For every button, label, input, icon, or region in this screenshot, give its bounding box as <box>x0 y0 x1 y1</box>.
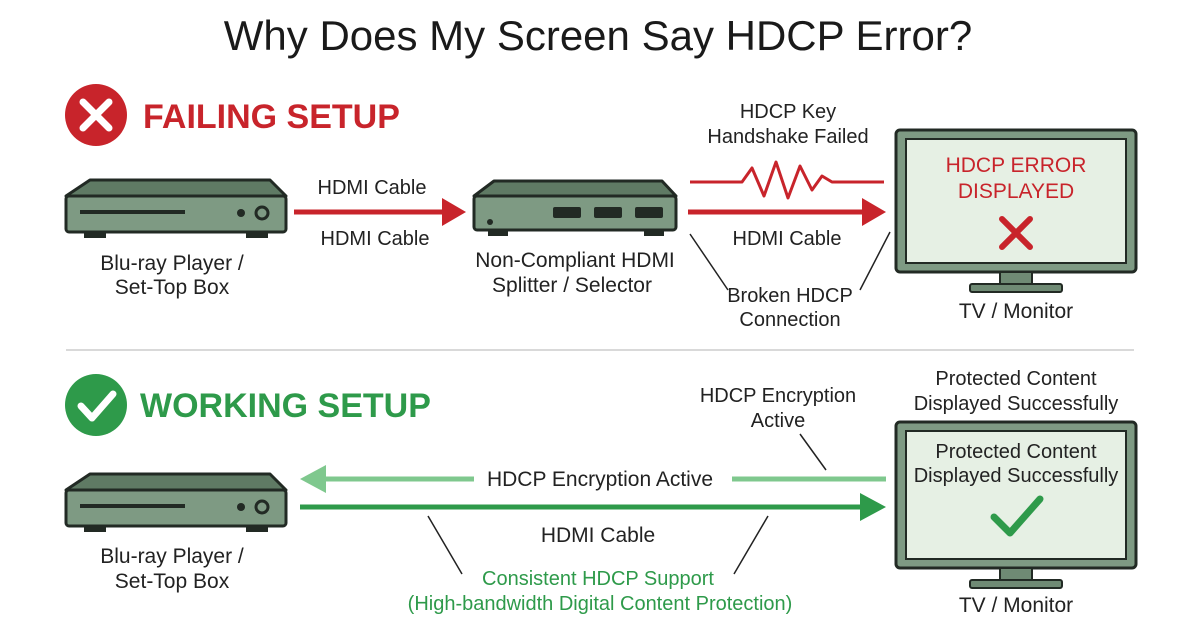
x-mark-icon <box>999 216 1033 250</box>
failing-cable-label-top: HDMI Cable <box>318 177 427 199</box>
failing-heading-icon <box>65 84 127 146</box>
working-source-label-line1: Blu-ray Player / <box>100 545 244 568</box>
working-tv-monitor-icon <box>894 420 1138 589</box>
failing-source-label-line2: Set-Top Box <box>115 276 230 299</box>
check-mark-icon <box>990 495 1044 537</box>
working-screen-text-line1: Protected Content <box>935 441 1097 463</box>
failing-screen-text-line1: HDCP ERROR <box>946 154 1087 177</box>
failing-cable-label-bottom: HDMI Cable <box>321 228 430 250</box>
handshake-label-line2: Handshake Failed <box>707 126 868 148</box>
working-source-label-line2: Set-Top Box <box>115 570 230 593</box>
encryption-callout-line <box>799 433 827 471</box>
support-label-line2: (High-bandwidth Digital Content Protecti… <box>408 593 793 615</box>
broken-label-line1: Broken HDCP <box>727 285 853 307</box>
hdmi-splitter-icon <box>472 179 678 236</box>
working-bluray-player-icon <box>64 472 288 532</box>
failing-screen-text-line2: DISPLAYED <box>958 180 1074 203</box>
working-heading-icon <box>65 374 127 436</box>
failing-heading: FAILING SETUP <box>143 98 400 136</box>
broken-callout-line-left <box>689 233 729 291</box>
encryption-arrow-label: HDCP Encryption Active <box>487 468 713 491</box>
encryption-return-arrow <box>300 465 886 493</box>
broken-label-line2: Connection <box>739 309 840 331</box>
splitter-label-line2: Splitter / Selector <box>492 274 652 297</box>
failing-hdmi-arrow-1 <box>294 198 466 226</box>
failing-cable2-label: HDMI Cable <box>733 228 842 250</box>
encryption-callout-line2: Active <box>751 410 805 432</box>
splitter-label-line1: Non-Compliant HDMI <box>475 249 675 272</box>
failing-tv-monitor-icon <box>894 128 1138 293</box>
support-label-line1: Consistent HDCP Support <box>482 568 714 590</box>
handshake-label-line1: HDCP Key <box>740 101 836 123</box>
working-cable-label: HDMI Cable <box>541 524 655 547</box>
failing-display-label: TV / Monitor <box>959 300 1073 323</box>
support-callout-line-left <box>427 515 463 575</box>
working-hdmi-arrow <box>300 493 886 521</box>
above-screen-text-line2: Displayed Successfully <box>914 393 1119 415</box>
encryption-callout-line1: HDCP Encryption <box>700 385 856 407</box>
working-display-label: TV / Monitor <box>959 594 1073 617</box>
working-heading: WORKING SETUP <box>140 387 431 425</box>
support-callout-line-right <box>733 515 769 575</box>
above-screen-text-line1: Protected Content <box>935 368 1097 390</box>
working-screen-text-line2: Displayed Successfully <box>914 465 1119 487</box>
failing-hdmi-arrow-2 <box>688 198 886 226</box>
broken-callout-line-right <box>859 231 891 291</box>
page-title: Why Does My Screen Say HDCP Error? <box>224 12 972 59</box>
failed-handshake-zigzag <box>690 160 884 200</box>
failing-bluray-player-icon <box>64 178 288 238</box>
failing-source-label-line1: Blu-ray Player / <box>100 252 244 275</box>
